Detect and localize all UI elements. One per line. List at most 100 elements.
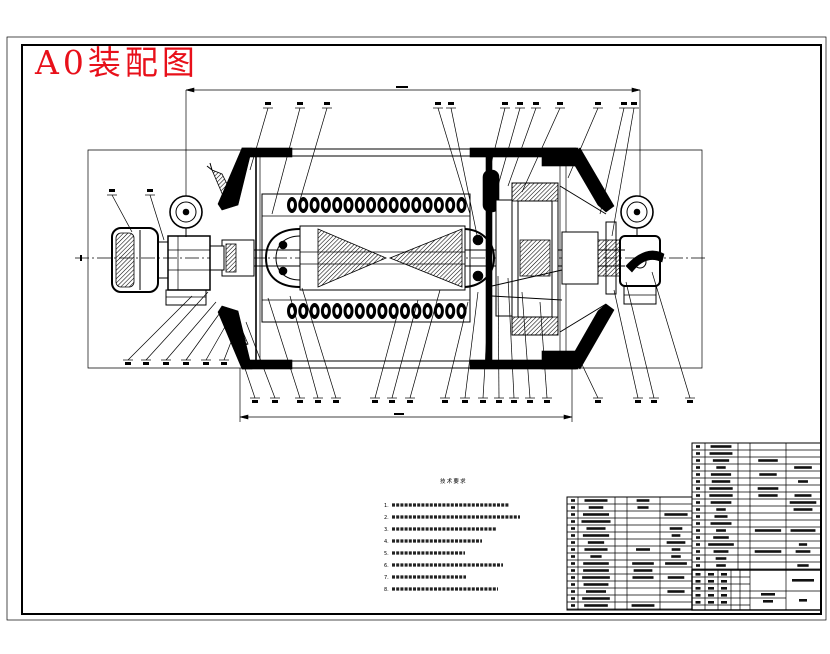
table-cell-text-mark <box>583 569 609 572</box>
leader-line <box>539 301 548 399</box>
drawing-frame <box>6 36 827 621</box>
table-cell-text-mark <box>695 573 701 576</box>
table-cell-text-mark <box>758 494 778 497</box>
table-cell-text-mark <box>797 564 809 567</box>
table-cell-text-mark <box>667 576 685 579</box>
table-cell-text-mark <box>708 573 714 576</box>
table-cell-text-mark <box>671 534 681 537</box>
stator-coil-core <box>414 201 419 209</box>
dimension-arrow-right <box>563 414 573 420</box>
table-cell-text-mark <box>571 583 575 586</box>
belt-line-lower <box>491 295 563 301</box>
left-hub-bearing <box>225 243 237 273</box>
leader-line <box>521 291 531 399</box>
leader-line <box>145 291 209 361</box>
callout-number-mark <box>272 400 278 403</box>
rotor-end-cap-left-inner <box>275 235 301 281</box>
bearing-ball <box>278 266 288 276</box>
stator-coil-core <box>301 307 306 315</box>
dimension-text-mark <box>394 413 404 415</box>
table-cell-text-mark <box>671 555 681 558</box>
leader-line <box>611 107 635 237</box>
leader-line <box>575 351 599 399</box>
right-hub-bearing <box>597 239 621 277</box>
table-cell-text-mark <box>581 520 611 523</box>
table-cell-text-mark <box>696 466 700 469</box>
leader-line <box>185 309 223 361</box>
table-cell-text-mark <box>709 494 733 497</box>
callout-number-mark <box>462 400 468 403</box>
leader-line <box>497 275 500 399</box>
table-cell-text-mark <box>571 576 575 579</box>
stator-coil-core <box>323 201 328 209</box>
table-cell-text-mark <box>713 536 729 539</box>
right-envelope-line <box>575 149 703 369</box>
table-cell-text-mark <box>571 499 575 502</box>
table-cell-text-mark <box>696 557 700 560</box>
right-support-unit <box>619 195 665 305</box>
planet-carrier <box>519 239 551 277</box>
table-cell-text-mark <box>696 480 700 483</box>
leader-line <box>301 287 337 399</box>
requirement-number: 1. <box>384 503 389 509</box>
drawing-title: A0装配图 <box>34 43 199 82</box>
table-cell-text-mark <box>709 452 733 455</box>
callout-number-mark <box>297 400 303 403</box>
table-cell-text-mark <box>799 599 807 602</box>
table-cell-text-mark <box>632 562 654 565</box>
leader-line <box>507 277 515 399</box>
stator-coil-core <box>391 201 396 209</box>
gear-assembly <box>482 169 621 336</box>
leader-line <box>482 281 491 399</box>
callout-number-mark <box>109 189 115 192</box>
table-cell-text-mark <box>586 527 606 530</box>
table-cell-text-mark <box>590 555 602 558</box>
table-cell-text-mark <box>571 604 575 607</box>
callout-number-mark <box>163 362 169 365</box>
leader-line <box>651 271 691 399</box>
callout-number-mark <box>221 362 227 365</box>
table-cell-text-mark <box>710 501 732 504</box>
leader-line <box>165 301 217 361</box>
inner-border <box>21 44 822 615</box>
stator-coil-core <box>436 307 441 315</box>
stator-coil-core <box>436 201 441 209</box>
stator-coil-core <box>425 307 430 315</box>
table-cell-text-mark <box>721 587 727 590</box>
leader-line <box>521 107 561 193</box>
leader-line <box>289 295 319 399</box>
stator-coils <box>287 197 467 319</box>
rotor-end-cap-right <box>464 228 496 288</box>
stator-coil-core <box>312 307 317 315</box>
right-hub <box>561 231 599 285</box>
table-cell-text-mark <box>794 466 812 469</box>
leader-line <box>127 295 193 361</box>
table-cell-text-mark <box>711 480 731 483</box>
leader-line <box>464 291 479 399</box>
lower-left-bracket <box>225 315 249 349</box>
leader-line <box>486 107 506 181</box>
table-cell-text-mark <box>571 541 575 544</box>
callout-number-mark <box>372 400 378 403</box>
table-cell-text-mark <box>696 529 700 532</box>
requirement-number: 4. <box>384 539 389 545</box>
table-cell-text-mark <box>632 576 654 579</box>
table-cell-text-mark <box>716 564 726 567</box>
dimension-arrow-left <box>185 87 195 93</box>
table-cell-text-mark <box>721 601 727 604</box>
callout-number-mark <box>333 400 339 403</box>
table-cell-text-mark <box>795 550 811 553</box>
cone-line-top <box>559 185 607 215</box>
outer-border <box>6 36 827 621</box>
callout-number-mark <box>527 400 533 403</box>
stator-coil-core <box>301 201 306 209</box>
table-cell-text-mark <box>793 508 813 511</box>
callout-number-mark <box>389 400 395 403</box>
table-cell-text-mark <box>671 548 681 551</box>
table-cell-text-mark <box>708 594 714 597</box>
table-cell-text-mark <box>582 576 610 579</box>
technical-requirements-heading: 技术要求 <box>440 477 467 485</box>
stator-coil-core <box>459 307 464 315</box>
left-lifting-ring-center <box>182 208 190 216</box>
table-cell-text-mark <box>708 543 734 546</box>
